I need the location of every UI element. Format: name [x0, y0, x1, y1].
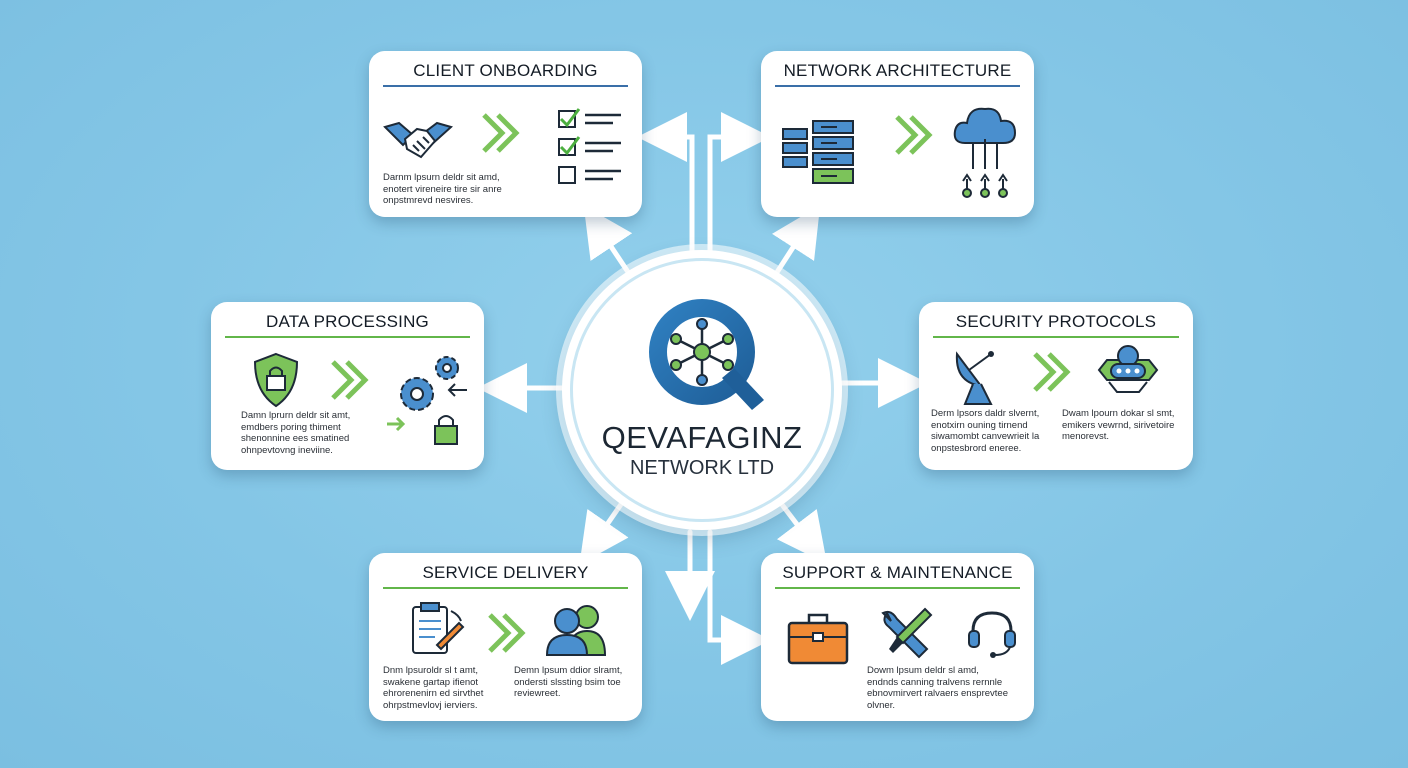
- connector-top-branch-right: [707, 112, 771, 257]
- card-client-onboarding[interactable]: CLIENT ONBOARDING Darnm lpsurn deldr sit…: [369, 51, 642, 217]
- central-hub[interactable]: QEVAFAGINZ NETWORK LTD: [562, 250, 842, 530]
- forward-chevrons-icon: [1033, 352, 1071, 392]
- server-rack-icon: [782, 120, 854, 184]
- forward-chevrons-icon: [331, 360, 369, 400]
- forward-chevrons-icon: [488, 613, 526, 653]
- cloud-network-icon: [953, 107, 1017, 198]
- network-hub-logo-icon: [649, 299, 764, 410]
- title-divider: [225, 336, 470, 338]
- title-divider: [933, 336, 1179, 338]
- card-description: Dowm lpsum deldr sl amd, endnds canning …: [867, 665, 1008, 711]
- handshake-icon: [383, 121, 453, 159]
- wrench-screwdriver-icon: [881, 607, 933, 659]
- card-title: CLIENT ONBOARDING: [413, 61, 598, 80]
- clipboard-tools-icon: [412, 602, 465, 654]
- card-description-right: Dwam lpourn dokar sl smt, emikers vewrnd…: [1062, 408, 1175, 442]
- satellite-dish-icon: [955, 351, 994, 405]
- title-divider: [775, 587, 1020, 589]
- forward-chevrons-icon: [895, 115, 933, 155]
- card-data-processing[interactable]: DATA PROCESSING Damn lprurn deldr sit am…: [211, 302, 484, 470]
- connector-hub-service-delivery: [579, 497, 629, 565]
- connector-bottom-branch-right: [707, 529, 771, 665]
- security-badge-icon: [1097, 345, 1159, 393]
- connector-hub-client-onboarding: [583, 205, 635, 281]
- card-security-protocols[interactable]: SECURITY PROTOCOLS Derm lpsors daldr slv…: [919, 302, 1193, 470]
- company-name: QEVAFAGINZ: [601, 420, 803, 455]
- forward-chevrons-icon: [482, 113, 520, 153]
- connector-top-branch-left: [637, 112, 695, 257]
- title-divider: [383, 587, 628, 589]
- gears-lock-icon: [387, 356, 467, 445]
- card-description-left: Derm lpsors daldr slvernt, enotxirn ouni…: [931, 408, 1040, 454]
- card-title: SERVICE DELIVERY: [422, 563, 589, 582]
- title-divider: [383, 85, 628, 87]
- card-description: Damn lprurn deldr sit amt, emdbers porin…: [241, 410, 351, 456]
- team-users-icon: [545, 605, 607, 656]
- card-description: Darnm lpsurn deldr sit amd, enotert vire…: [383, 172, 502, 206]
- card-network-architecture[interactable]: NETWORK ARCHITECTURE: [761, 51, 1034, 217]
- headset-icon: [968, 611, 1016, 658]
- company-subtitle: NETWORK LTD: [629, 457, 775, 479]
- connector-hub-support-maintenance: [776, 499, 828, 564]
- title-divider: [775, 85, 1020, 87]
- card-description-left: Dnm lpsuroldr sl t amt, swakene gartap i…: [383, 665, 484, 711]
- shield-lock-icon: [253, 352, 299, 408]
- toolbox-icon: [787, 613, 849, 665]
- card-service-delivery[interactable]: SERVICE DELIVERY Dnm lpsuroldr sl t amt,…: [369, 553, 642, 721]
- card-title: NETWORK ARCHITECTURE: [783, 61, 1012, 80]
- checklist-icon: [558, 108, 621, 184]
- card-title: SECURITY PROTOCOLS: [955, 312, 1157, 331]
- connector-hub-network-architecture: [769, 205, 821, 283]
- hub-ring: [570, 258, 834, 522]
- card-title: SUPPORT & MAINTENANCE: [782, 563, 1013, 582]
- card-support-maintenance[interactable]: SUPPORT & MAINTENANCE Dowm lpsum deldr s…: [761, 553, 1034, 721]
- card-description-right: Demn lpsum ddior slramt, ondersti slssti…: [514, 665, 623, 699]
- card-title: DATA PROCESSING: [266, 312, 429, 331]
